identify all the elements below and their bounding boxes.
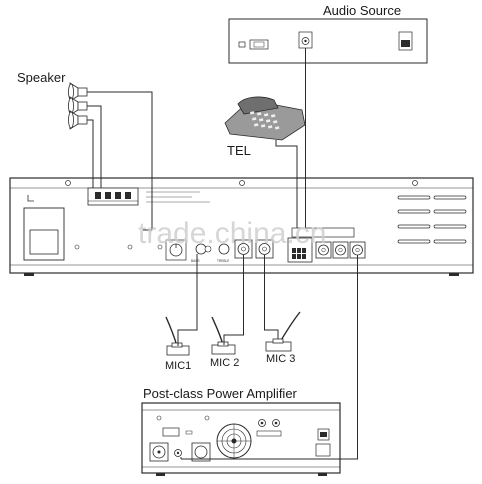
watermark-text: trade.china.cn — [138, 217, 326, 250]
mic1-label: MIC1 — [165, 360, 191, 372]
speaker-icon — [68, 82, 88, 130]
tel-label: TEL — [227, 143, 251, 158]
microphone-icon — [165, 311, 301, 356]
amplifier-label: Post-class Power Amplifier — [143, 386, 298, 401]
treble-label: TREBLE — [217, 259, 229, 263]
bass-label: BASS — [191, 259, 200, 263]
connection-lines — [87, 48, 358, 460]
mic2-label: MIC 2 — [210, 357, 239, 369]
speaker-label: Speaker — [17, 70, 66, 85]
telephone-icon — [224, 96, 306, 141]
main-unit — [9, 177, 474, 276]
audio-source-label: Audio Source — [323, 3, 401, 18]
power-amplifier — [141, 402, 341, 476]
mic3-label: MIC 3 — [266, 353, 295, 365]
audio-source-device — [228, 18, 428, 64]
